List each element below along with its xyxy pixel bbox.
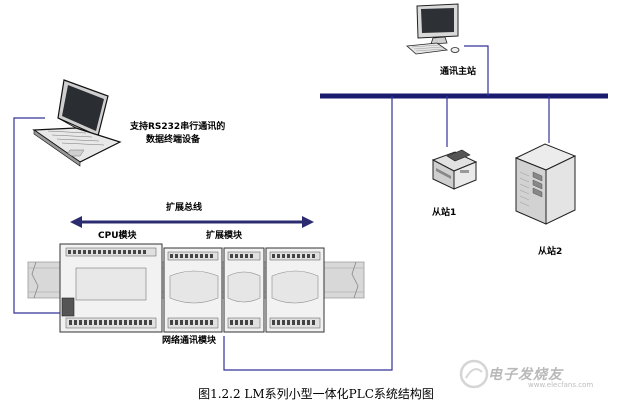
slave1-label: 从站1 (432, 208, 457, 218)
watermark-domain: www.elecfans.com (528, 381, 594, 389)
master-station-label: 通讯主站 (440, 67, 477, 77)
expansion-bus-arrow (70, 216, 314, 228)
network-module-hardware (265, 247, 325, 333)
printer-icon (431, 149, 478, 190)
cpu-module-label: CPU模块 (98, 231, 137, 241)
terminal-label-line1: 支持RS232串行通讯的 (130, 122, 226, 132)
cpu-module-hardware (59, 243, 163, 333)
watermark-text: 电子发烧友 (488, 367, 563, 383)
expansion-bus-label: 扩展总线 (166, 203, 203, 213)
figure-caption: 图1.2.2 LM系列小型一体化PLC系统结构图 (198, 387, 434, 401)
desktop-computer-icon (406, 3, 460, 55)
network-module-label: 网络通讯模块 (162, 336, 217, 346)
slave2-label: 从站2 (538, 247, 563, 257)
plc-rack (59, 243, 325, 333)
terminal-label-line2: 数据终端设备 (146, 135, 201, 145)
connection-lines (13, 45, 550, 371)
expansion-module-label: 扩展模块 (206, 231, 243, 241)
laptop-icon (32, 79, 122, 167)
expansion-module-2-hardware (223, 247, 265, 333)
watermark-logo-icon (459, 359, 489, 389)
expansion-module-1-hardware (163, 247, 223, 333)
server-tower-icon (514, 143, 577, 225)
